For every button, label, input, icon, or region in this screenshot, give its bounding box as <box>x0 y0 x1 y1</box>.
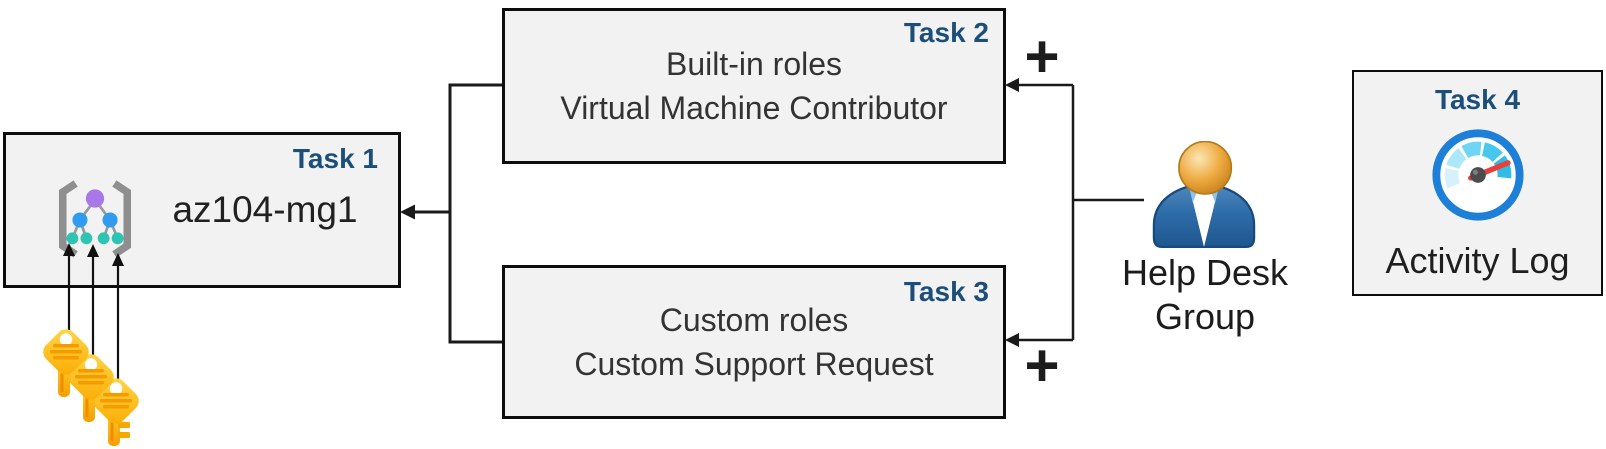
task4-box: Task 4 Activity Log <box>1352 70 1603 296</box>
task2-text: Built-in roles Virtual Machine Contribut… <box>505 11 1003 161</box>
task3-text: Custom roles Custom Support Request <box>505 268 1003 416</box>
tasks-to-task1-bracket <box>448 83 502 344</box>
task2-line1: Built-in roles <box>665 46 843 82</box>
task1-title: az104-mg1 <box>172 189 358 230</box>
key-arrowhead-1 <box>63 243 75 256</box>
key-arrowhead-2 <box>87 244 99 257</box>
task4-badge: Task 4 <box>1434 84 1521 115</box>
task2-box: Task 2 Built-in roles Virtual Machine Co… <box>502 8 1006 164</box>
key-arrows <box>67 255 120 390</box>
help-desk-group-label: Help Desk Group <box>1121 252 1289 337</box>
access-keys-icon <box>43 329 139 446</box>
key-icon <box>68 354 114 422</box>
plus-symbol-task3: + <box>1024 332 1060 399</box>
task3-line2: Custom Support Request <box>574 346 934 382</box>
key-icon <box>43 329 89 397</box>
arrowhead-task2 <box>1005 78 1019 92</box>
task1-badge: Task 1 <box>292 143 378 174</box>
arrowhead-task1 <box>400 204 415 220</box>
task3-badge: Task 3 <box>903 276 989 307</box>
task3-line1: Custom roles <box>659 302 849 338</box>
task2-line2: Virtual Machine Contributor <box>560 90 948 126</box>
activity-log-gauge-icon <box>1431 129 1524 221</box>
task3-box: Task 3 Custom roles Custom Support Reque… <box>502 265 1006 419</box>
arrowhead-task3 <box>1005 333 1019 347</box>
activity-log-label: Activity Log <box>1385 240 1570 281</box>
key-arrowhead-3 <box>112 253 124 266</box>
management-group-icon <box>58 180 132 258</box>
plus-symbol-task2: + <box>1024 23 1060 90</box>
task2-badge: Task 2 <box>903 17 989 48</box>
help-desk-group-icon <box>1152 141 1256 248</box>
